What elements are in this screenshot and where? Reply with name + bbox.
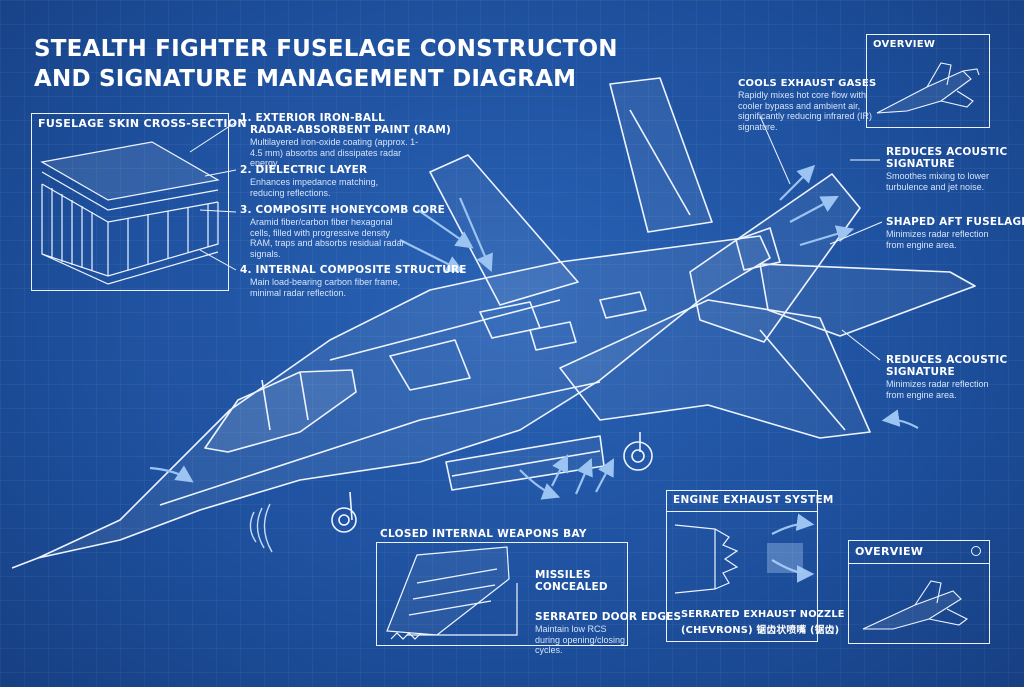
weapons-bay-panel: MISSILES CONCEALED SERRATED DOOR EDGES M…: [376, 542, 681, 655]
diagram-title-line2: AND SIGNATURE MANAGEMENT DIAGRAM: [34, 66, 577, 92]
overview-top-aircraft: [876, 62, 980, 114]
cross-section-title: FUSELAGE SKIN CROSS-SECTION: [38, 117, 247, 130]
layer1-body: Multilayered iron-oxide coating (approx.…: [250, 137, 419, 168]
concealed-label: CONCEALED: [535, 581, 608, 593]
acoustic2-heading-cont: SIGNATURE: [886, 366, 955, 378]
diagram-title-line1: STEALTH FIGHTER FUSELAGE CONSTRUCTON: [34, 36, 618, 62]
cross-section-panel: FUSELAGE SKIN CROSS-SECTION: [31, 113, 247, 291]
exhaust-chevrons-label: (CHEVRONS) 锯齿状喷嘴 (锯齿): [681, 625, 840, 636]
serrated-door-heading: SERRATED DOOR EDGES: [535, 611, 682, 623]
engine-exhaust-title: ENGINE EXHAUST SYSTEM: [673, 494, 834, 506]
engine-exhaust-divider: [667, 511, 817, 512]
acoustic2-body: Minimizes radar reflection from engine a…: [886, 379, 989, 400]
aft-heading: SHAPED AFT FUSELAGE: [886, 216, 1024, 228]
overview-bottom-aircraft: [862, 580, 969, 630]
layer4-body: Main load-bearing carbon fiber frame, mi…: [250, 277, 401, 298]
layer1-heading-cont: RADAR-ABSORBENT PAINT (RAM): [250, 124, 452, 136]
layer1-heading: 1. EXTERIOR IRON-BALL: [240, 112, 385, 124]
acoustic2-heading: REDUCES ACOUSTIC: [886, 354, 1008, 366]
overview-bottom-panel: OVERVIEW: [848, 540, 990, 644]
layer3-heading: 3. COMPOSITE HONEYCOMB CORE: [240, 204, 446, 216]
weapons-bay-title: CLOSED INTERNAL WEAPONS BAY: [380, 528, 587, 540]
target-icon: [971, 546, 981, 556]
engine-exhaust-panel: ENGINE EXHAUST SYSTEM SERRATED EXHAUST N…: [666, 490, 844, 642]
layer2-heading: 2. DIELECTRIC LAYER: [240, 164, 368, 176]
acoustic1-heading: REDUCES ACOUSTIC: [886, 146, 1008, 158]
overview-bottom-divider: [849, 563, 989, 564]
overview-bottom-title: OVERVIEW: [855, 545, 924, 558]
cools-body: Rapidly mixes hot core flow with cooler …: [738, 90, 873, 132]
layer3-body: Aramid fiber/carbon fiber hexagonal cell…: [250, 217, 405, 259]
honeycomb-layers-drawing: [40, 141, 220, 285]
acoustic1-body: Smoothes mixing to lower turbulence and …: [886, 171, 990, 192]
exhaust-nozzle-drawing: [674, 524, 803, 594]
exhaust-nozzle-label: SERRATED EXHAUST NOZZLE: [681, 609, 845, 620]
layer4-heading: 4. INTERNAL COMPOSITE STRUCTURE: [240, 264, 467, 276]
weapons-bay-drawing: [386, 546, 518, 640]
overview-top-title: OVERVIEW: [873, 39, 936, 50]
acoustic1-heading-cont: SIGNATURE: [886, 158, 955, 170]
serrated-door-body: Maintain low RCS during opening/closing …: [535, 624, 626, 655]
overview-top-panel: OVERVIEW: [866, 34, 990, 128]
aft-body: Minimizes radar reflection from engine a…: [886, 229, 989, 250]
layer2-body: Enhances impedance matching, reducing re…: [250, 177, 379, 198]
missiles-label: MISSILES: [535, 569, 591, 581]
cools-heading: COOLS EXHAUST GASES: [738, 78, 877, 89]
